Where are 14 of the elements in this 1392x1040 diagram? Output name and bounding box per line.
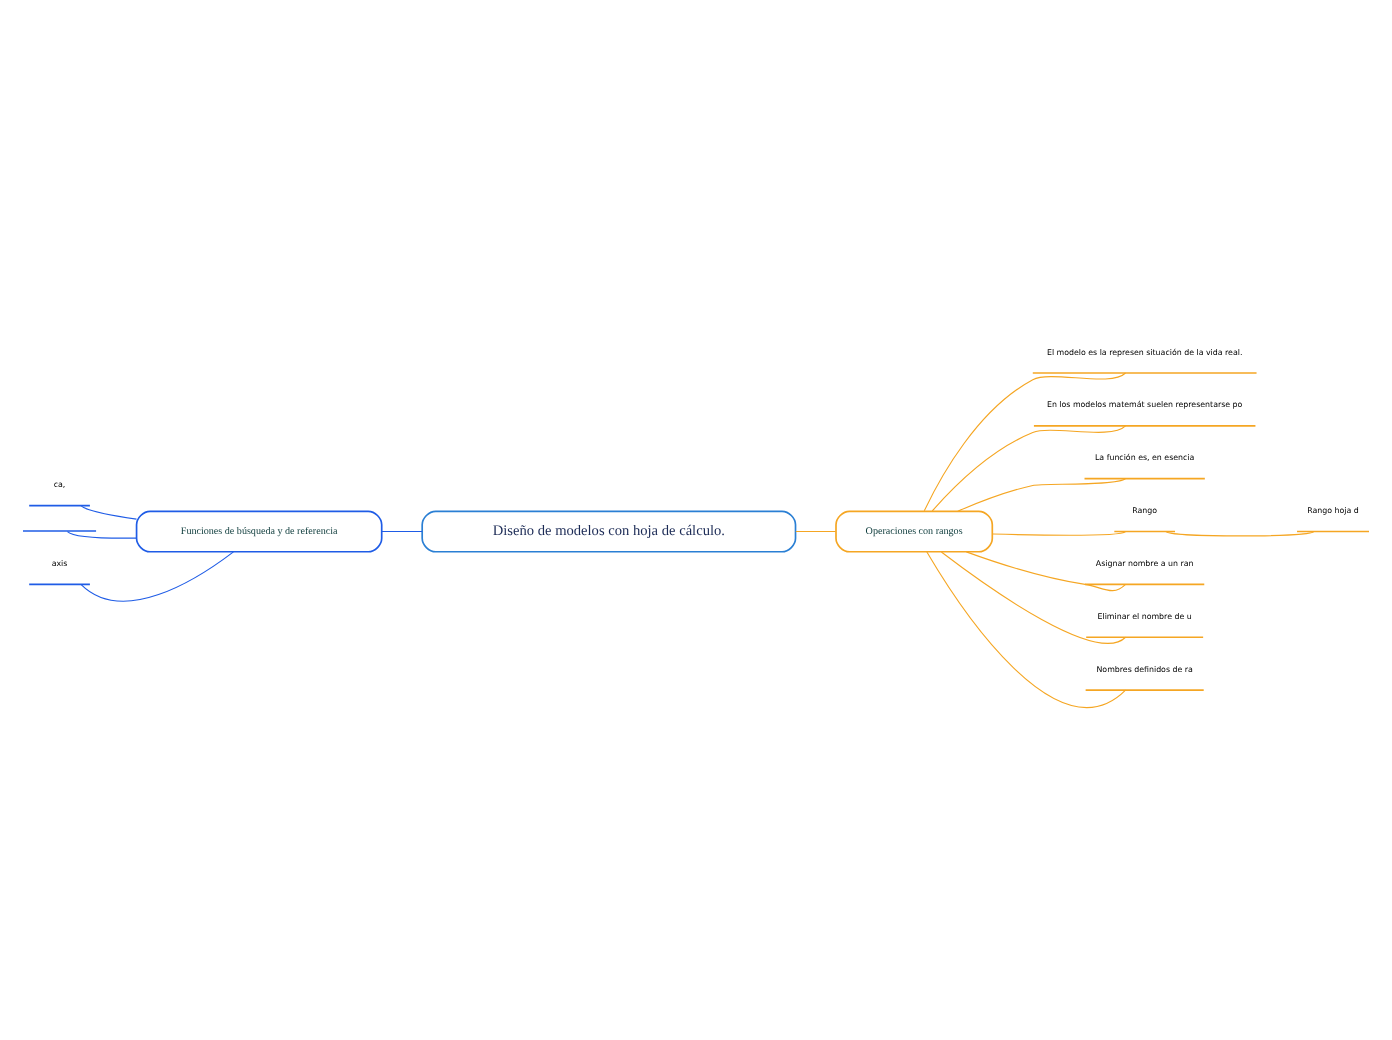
connector <box>931 425 1127 512</box>
connector <box>66 530 137 539</box>
connector <box>923 372 1127 512</box>
connector <box>965 551 1127 592</box>
connector <box>940 551 1127 644</box>
connector <box>992 530 1127 536</box>
connector <box>381 530 423 533</box>
connector <box>926 551 1127 708</box>
connector <box>957 478 1127 512</box>
connector <box>80 505 138 520</box>
connector <box>80 551 235 602</box>
connector <box>1165 530 1315 537</box>
connector <box>795 530 837 533</box>
node-bar <box>22 530 97 532</box>
